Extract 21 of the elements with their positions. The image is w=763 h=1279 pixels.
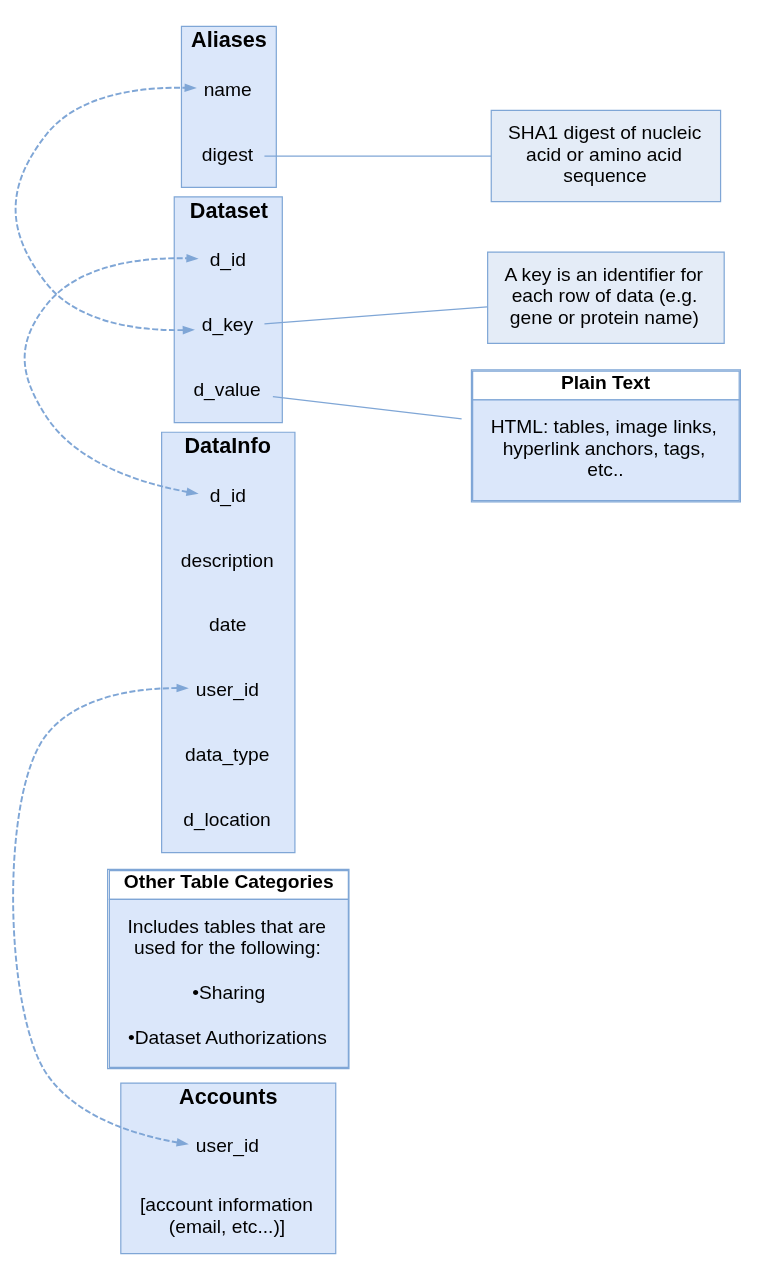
arrow bbox=[23, 253, 199, 496]
node-text: user_id bbox=[195, 1134, 259, 1156]
node-text: digest bbox=[201, 143, 254, 165]
node-text: [account information (email, etc...)] bbox=[140, 1193, 313, 1237]
connector bbox=[263, 155, 492, 157]
node-text: d_value bbox=[193, 378, 261, 400]
node-text: name bbox=[203, 78, 252, 100]
node-text: date bbox=[209, 613, 247, 635]
arrow bbox=[12, 683, 189, 1147]
node-text: d_location bbox=[183, 808, 271, 830]
node-text: d_id bbox=[209, 484, 246, 506]
node-text: description bbox=[180, 549, 274, 571]
node-box: SHA1 digest of nucleic acid or amino acid sequence bbox=[490, 109, 722, 202]
node-text: user_id bbox=[195, 678, 259, 700]
node-box: A key is an identifier for each row of data (e.g. gene or protein name) bbox=[487, 251, 725, 344]
node-text: d_id bbox=[209, 248, 246, 270]
node-text: data_type bbox=[185, 743, 270, 765]
connector bbox=[263, 305, 488, 324]
node-text: d_key bbox=[201, 313, 254, 335]
arrow bbox=[14, 82, 197, 334]
connector bbox=[272, 395, 463, 420]
